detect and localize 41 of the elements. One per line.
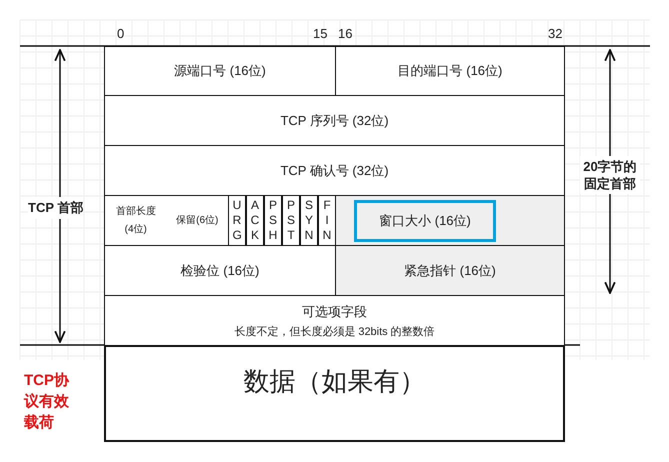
- header-field: [104, 145, 565, 196]
- flag-field: [318, 195, 336, 246]
- payload-label: TCP协议有效载荷: [24, 371, 70, 433]
- flag-text: URG: [232, 198, 242, 243]
- field-text: TCP 序列号 (32位): [280, 112, 389, 130]
- header-field: [104, 195, 229, 246]
- field-text: 目的端口号 (16位): [398, 62, 502, 80]
- header-field: [335, 245, 565, 296]
- highlighted-field-text: 窗口大小 (16位): [354, 200, 496, 242]
- header-field: [104, 95, 565, 146]
- header-field: [335, 195, 565, 246]
- flag-text: PST: [286, 198, 296, 243]
- bit-number: 0: [117, 26, 124, 41]
- field-text: 源端口号 (16位): [174, 62, 266, 80]
- flag-field: [282, 195, 300, 246]
- field-text: 保留(6位): [175, 214, 220, 228]
- flag-text: SYN: [304, 198, 314, 243]
- field-text: 首部长度(4位): [114, 204, 157, 236]
- field-text: 紧急指针 (16位): [404, 262, 496, 280]
- flag-text: ACK: [250, 198, 260, 243]
- flag-field: [264, 195, 282, 246]
- bit-number: 15: [313, 26, 328, 41]
- dimension-label: TCP 首部: [28, 197, 84, 219]
- flag-field: [300, 195, 318, 246]
- field-text: 长度不定，但长度必须是 32bits 的整数倍: [234, 324, 435, 338]
- field-text: 可选项字段: [302, 302, 367, 320]
- bit-number: 32: [548, 26, 562, 41]
- header-field: [104, 245, 336, 296]
- field-text: TCP 确认号 (32位): [280, 162, 389, 180]
- flag-field: [246, 195, 264, 246]
- flag-field: [228, 195, 246, 246]
- header-field: [104, 46, 336, 96]
- field-text: 检验位 (16位): [180, 262, 260, 280]
- dimension-label: 20字节的固定首部: [580, 156, 640, 194]
- data-field: [104, 345, 565, 442]
- flag-text: FIN: [322, 198, 332, 243]
- field-text: 数据（如果有）: [244, 366, 426, 398]
- header-field: [335, 46, 565, 96]
- flag-text: PSH: [268, 198, 278, 243]
- bit-number: 16: [338, 26, 352, 41]
- header-field: [104, 295, 565, 346]
